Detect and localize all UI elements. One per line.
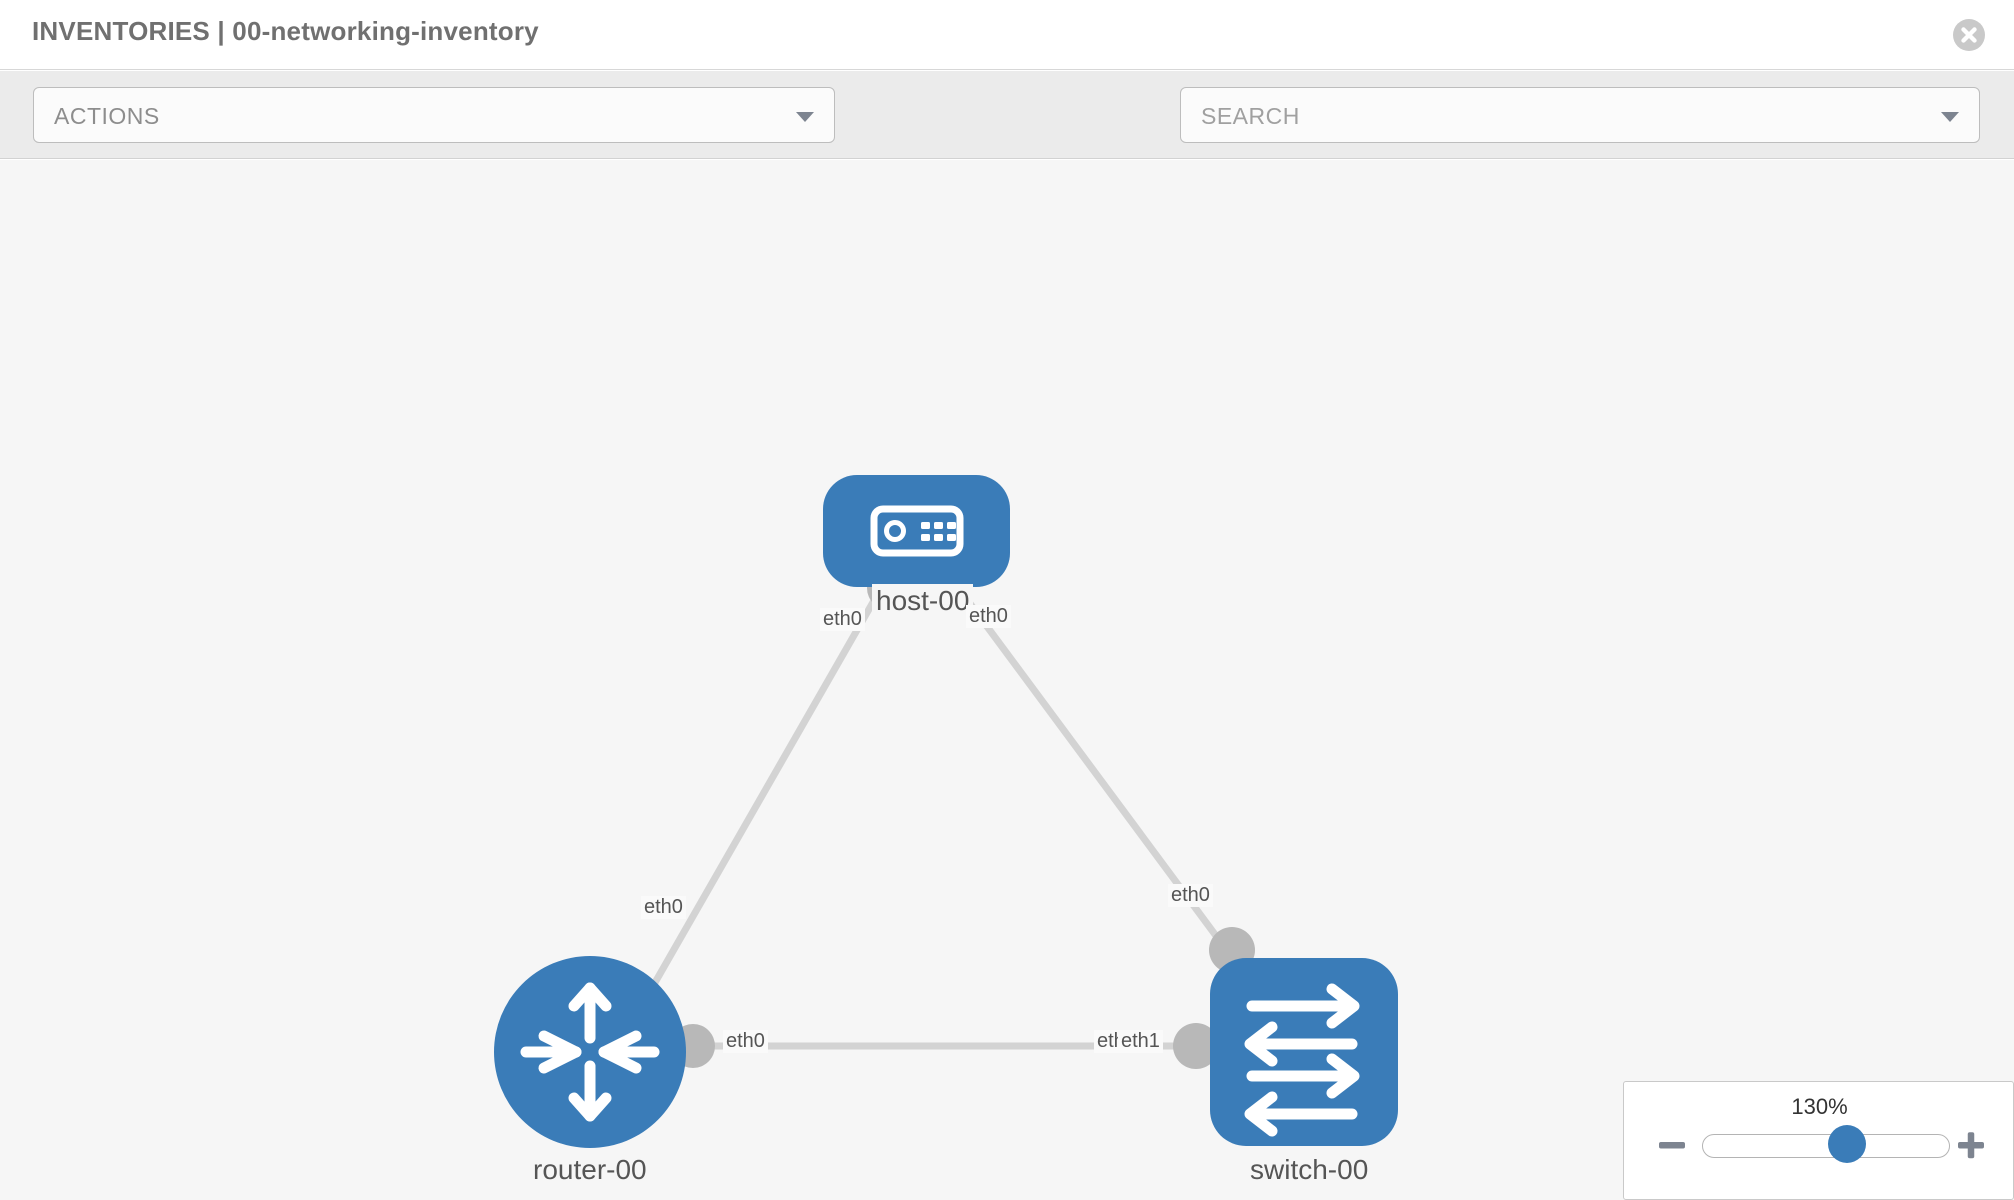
close-icon[interactable] [1952, 18, 1986, 52]
node-label-host-00: host-00 [872, 584, 974, 618]
chevron-down-icon [796, 112, 814, 122]
node-switch-00[interactable] [1210, 958, 1398, 1146]
iface-label-router00-uplink-eth0: eth0 [641, 896, 686, 919]
node-router-00[interactable] [494, 956, 686, 1148]
switch-arrows-icon [1244, 983, 1360, 1137]
node-label-switch-00: switch-00 [1246, 1153, 1373, 1187]
server-icon [870, 505, 964, 557]
topology-interface-stubs [671, 566, 1255, 1069]
router-arrows-icon [520, 982, 660, 1122]
topology-canvas[interactable]: host-00 router-00 switch-00 eth0 eth0 et… [0, 160, 2014, 1200]
zoom-out-button[interactable] [1655, 1128, 1689, 1162]
zoom-control-panel: 130% [1623, 1081, 2014, 1200]
iface-label-host00-eth0-left: eth0 [820, 608, 865, 631]
page-title: INVENTORIES | 00-networking-inventory [32, 16, 539, 46]
node-host-00[interactable] [823, 475, 1010, 587]
zoom-level-value: 130% [1791, 1094, 1848, 1119]
toolbar: ACTIONS SEARCH [0, 71, 2014, 203]
iface-label-switch00-eth1: eth1 [1118, 1030, 1163, 1053]
iface-label-router00-eth0: eth0 [723, 1030, 768, 1053]
link-host00-switch00 [957, 587, 1248, 978]
search-placeholder: SEARCH [1201, 103, 1300, 129]
zoom-slider-thumb[interactable] [1828, 1125, 1866, 1163]
link-host00-router00 [641, 588, 884, 1002]
zoom-in-button[interactable] [1954, 1128, 1988, 1162]
iface-label-switch00-uplink-eth0: eth0 [1168, 884, 1213, 907]
chevron-down-icon[interactable] [1941, 112, 1959, 122]
stub-switch00-eth1 [1173, 1023, 1219, 1069]
search-input[interactable]: SEARCH [1180, 87, 1980, 143]
page-header: INVENTORIES | 00-networking-inventory [0, 0, 2014, 70]
actions-dropdown[interactable]: ACTIONS [33, 87, 835, 143]
topology-graph [494, 475, 1398, 1148]
topology-links [641, 587, 1248, 1050]
zoom-slider-track[interactable] [1702, 1134, 1950, 1158]
iface-label-host00-eth0-right: eth0 [966, 605, 1011, 628]
actions-dropdown-label: ACTIONS [54, 103, 160, 129]
node-label-router-00: router-00 [529, 1153, 651, 1187]
